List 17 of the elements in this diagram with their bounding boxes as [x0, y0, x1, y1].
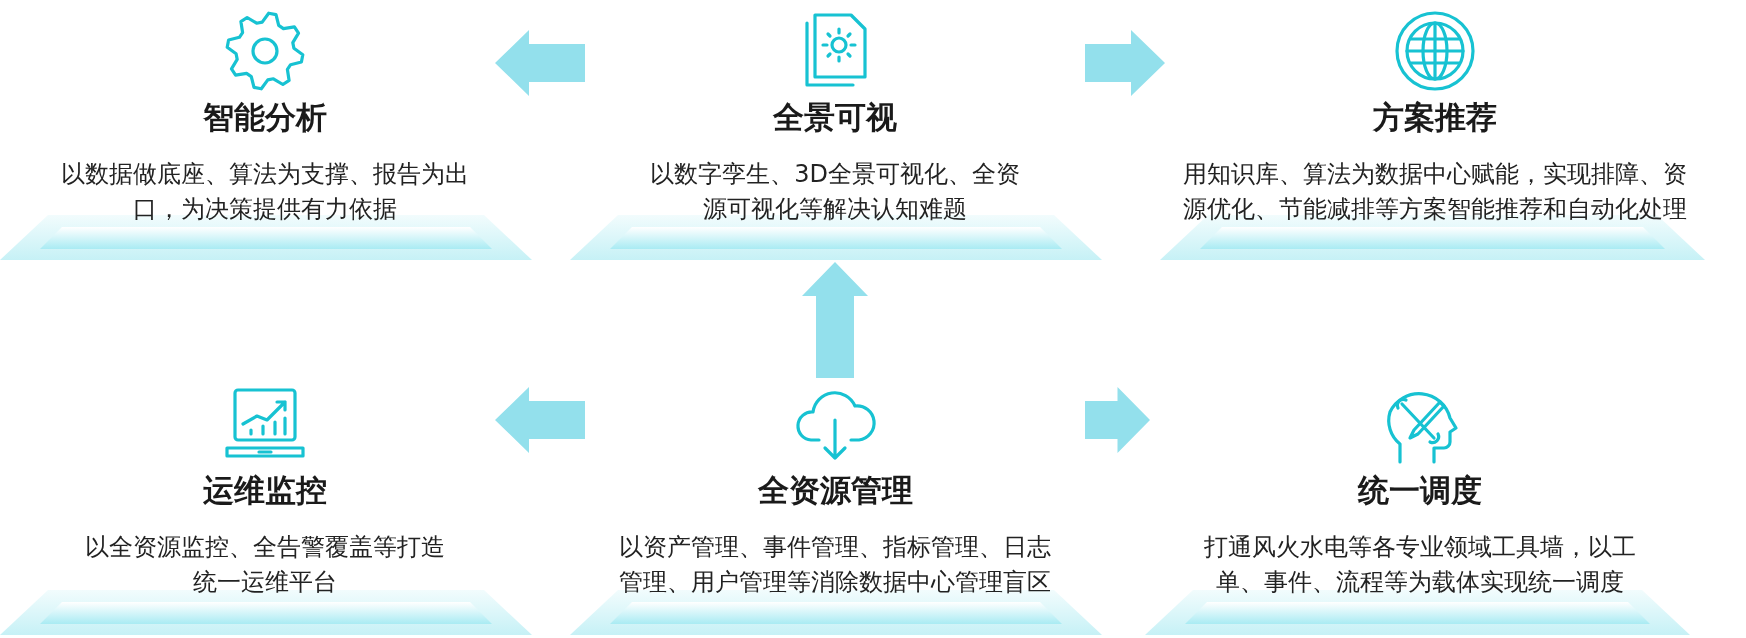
- card-description: 以数字孪生、3D全景可视化、全资源可视化等解决认知难题: [649, 159, 1021, 225]
- card-description: 打通风火水电等各专业领域工具墙，以工单、事件、流程等为载体实现统一调度: [1203, 532, 1637, 598]
- card-title: 全资源管理: [756, 471, 914, 510]
- arrow: [802, 262, 868, 378]
- card-description: 用知识库、算法为数据中心赋能，实现排障、资源优化、节能减排等方案智能推荐和自动化处理: [1182, 159, 1688, 225]
- card-title: 方案推荐: [1372, 98, 1498, 137]
- arrow: [495, 387, 585, 453]
- card-title: 全景可视: [772, 98, 898, 137]
- card-title: 运维监控: [202, 471, 328, 510]
- arrow: [1085, 387, 1150, 453]
- arrow: [495, 30, 585, 96]
- card-description: 以数据做底座、算法为支撑、报告为出口，为决策提供有力依据: [60, 159, 470, 225]
- arrow: [1085, 30, 1165, 96]
- card-description: 以全资源监控、全告警覆盖等打造统一运维平台: [84, 532, 446, 598]
- card-description: 以资产管理、事件管理、指标管理、日志管理、用户管理等消除数据中心管理盲区: [618, 532, 1052, 598]
- card-title: 智能分析: [202, 98, 328, 137]
- card-title: 统一调度: [1356, 471, 1483, 510]
